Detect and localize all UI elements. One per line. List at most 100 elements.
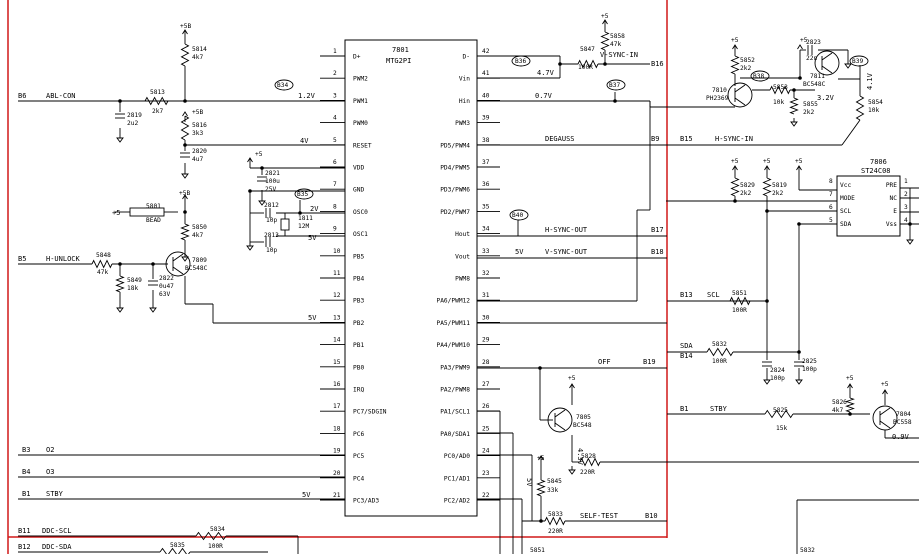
volt-4-3v: 4.3V bbox=[576, 448, 584, 466]
r5853-ref: 5853 bbox=[773, 84, 788, 91]
testpoint-b40 bbox=[509, 209, 529, 221]
resistor-5819 bbox=[762, 177, 772, 197]
r5834-ref: 5834 bbox=[210, 526, 225, 533]
r5833-value: 220R bbox=[548, 528, 563, 535]
ic-pin-number-17: 17 bbox=[333, 403, 341, 410]
ground-2822 bbox=[149, 307, 157, 313]
ic-pin-name-5: RESET bbox=[353, 142, 372, 149]
c2813-value: 10p bbox=[266, 247, 277, 254]
ic-pin-number-6: 6 bbox=[333, 159, 337, 166]
transistor-7805 bbox=[547, 407, 573, 433]
r5848-value: 47k bbox=[97, 269, 108, 276]
ic-pin-number-10: 10 bbox=[333, 248, 341, 255]
c2823-value: 22n bbox=[806, 55, 817, 62]
conn-v-sync-in: V-SYNC-IN bbox=[600, 51, 638, 59]
ic-pin-number-26: 26 bbox=[482, 403, 490, 410]
ic-pin-name-27: PA2/PWM8 bbox=[440, 387, 470, 394]
ic-pin-number-2: 2 bbox=[333, 70, 337, 77]
resistor-5813 bbox=[144, 96, 169, 106]
transistor-7804-collector bbox=[879, 407, 891, 416]
volt-0-9v: 0.9V bbox=[892, 433, 910, 441]
c2820-ref: 2820 bbox=[192, 148, 207, 155]
q7811-ref: 7811 bbox=[810, 73, 825, 80]
ic-pin-name-30: PA5/PWM11 bbox=[436, 320, 470, 327]
conn-b16-code: B16 bbox=[651, 60, 664, 68]
resistor-5826 bbox=[845, 397, 855, 413]
q7805-ref: 7805 bbox=[576, 414, 591, 421]
ic-pin-number-11: 11 bbox=[333, 270, 341, 277]
ic-pin-number-9: 9 bbox=[333, 226, 337, 233]
ground-2824 bbox=[763, 379, 771, 385]
volt-4-7v: 4.7V bbox=[537, 69, 555, 77]
transistor-7805-collector bbox=[554, 409, 566, 418]
bead-value: BEAD bbox=[146, 217, 161, 224]
testpoint-b37 bbox=[606, 79, 626, 91]
conn-b5-code: B5 bbox=[18, 255, 26, 263]
resistor-5848 bbox=[91, 259, 113, 269]
r5847-value: 100R bbox=[578, 64, 593, 71]
eeprom-pin-name-4: Vss bbox=[886, 221, 897, 228]
volt-5v-osc: 5V bbox=[308, 234, 317, 242]
resistor-5855 bbox=[789, 97, 799, 115]
c2822-rating: 63V bbox=[159, 291, 170, 298]
ground-5849 bbox=[116, 307, 124, 313]
volt-5v-vout: 5V bbox=[515, 248, 524, 256]
supply-arrow-9 bbox=[796, 165, 802, 171]
ic-pin-name-36: PD3/PWM6 bbox=[440, 187, 470, 194]
r5816-value: 3k3 bbox=[192, 130, 203, 137]
ic-pin-name-24: PC0/AD0 bbox=[444, 453, 470, 460]
eeprom-pin-number-7: 7 bbox=[829, 191, 833, 198]
transistor-7804 bbox=[872, 405, 898, 431]
ground-7805 bbox=[568, 469, 576, 475]
ic-pin-number-1: 1 bbox=[333, 48, 337, 55]
eeprom-pin-number-3: 3 bbox=[904, 204, 908, 211]
r5833-ref: 5833 bbox=[548, 511, 563, 518]
r5819-ref: 5819 bbox=[772, 182, 787, 189]
ic-pin-number-13: 13 bbox=[333, 314, 341, 321]
supply-5-3: +5 bbox=[255, 151, 263, 158]
ic-pin-number-28: 28 bbox=[482, 359, 490, 366]
testpoint-b39 bbox=[849, 55, 869, 67]
conn-b18-code: B18 bbox=[651, 248, 664, 256]
r5832-value: 100R bbox=[712, 358, 727, 365]
transistor-7811 bbox=[814, 50, 840, 76]
resistor-5832 bbox=[706, 347, 734, 357]
supply-5-5826: +5 bbox=[846, 375, 854, 382]
ic-pin-name-10: PB5 bbox=[353, 253, 364, 260]
ic-pin-name-1: D+ bbox=[353, 54, 361, 61]
ic-pin-number-5: 5 bbox=[333, 137, 337, 144]
transistor-7811-emitter bbox=[821, 65, 833, 74]
r5854-ref: 5854 bbox=[868, 99, 883, 106]
supply-5b-4: +5B bbox=[179, 190, 190, 197]
xtal-value: 12M bbox=[298, 223, 309, 230]
conn-b17-code: B17 bbox=[651, 226, 664, 234]
component-symbols bbox=[91, 19, 914, 554]
tp-b38-label: B38 bbox=[753, 73, 764, 80]
tp-b35-label: B35 bbox=[297, 191, 308, 198]
q7810-ref: 7810 bbox=[712, 87, 727, 94]
r5850-value: 4k7 bbox=[192, 232, 203, 239]
ground-eeprom bbox=[906, 239, 914, 245]
ic-pin-number-14: 14 bbox=[333, 337, 341, 344]
r5855-value: 2k2 bbox=[803, 109, 814, 116]
conn-b9-code: B9 bbox=[651, 135, 659, 143]
ic-pin-number-30: 30 bbox=[482, 314, 490, 321]
ground-2819 bbox=[116, 137, 124, 143]
r5825-ref: 5825 bbox=[773, 407, 788, 414]
conn-b15-code: B15 bbox=[680, 135, 693, 143]
ic-right-pins: 42D-41Vin40Hin39PWM338PD5/PWM437PD4/PWM5… bbox=[436, 48, 500, 505]
ic-pin-number-25: 25 bbox=[482, 425, 490, 432]
r5816-ref: 5816 bbox=[192, 122, 207, 129]
ic-pin-name-35: PD2/PWM7 bbox=[440, 209, 470, 216]
r5845-value: 33k bbox=[547, 487, 558, 494]
ground-2821 bbox=[258, 200, 266, 206]
ic-pin-number-29: 29 bbox=[482, 337, 490, 344]
r5826-value: 4k7 bbox=[832, 407, 843, 414]
resistor-5828 bbox=[579, 457, 601, 467]
resistor-5847 bbox=[577, 59, 599, 69]
resistor-5834 bbox=[195, 531, 227, 541]
r5826-ref: 5826 bbox=[832, 399, 847, 406]
conn-b13-code: B13 bbox=[680, 291, 693, 299]
